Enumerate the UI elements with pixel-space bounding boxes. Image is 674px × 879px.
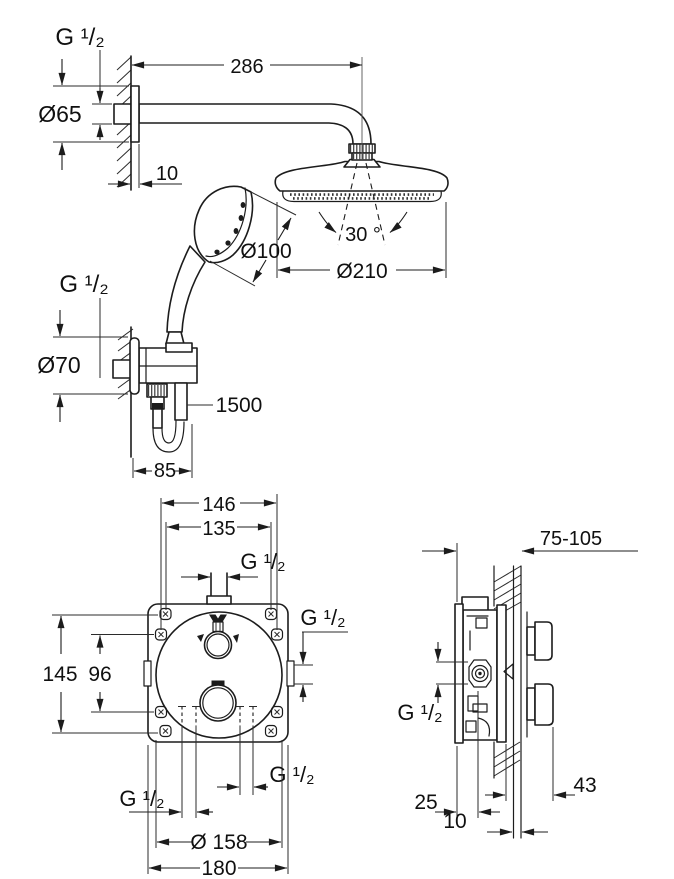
bottom-left-thread-label: G ¹/₂ bbox=[119, 786, 164, 811]
dim-front-offset: 25 bbox=[414, 691, 500, 818]
front-view: 146 135 G ¹/₂ G ¹/₂ bbox=[42, 494, 348, 879]
front-offset-label: 25 bbox=[414, 791, 437, 814]
knobs-side bbox=[526, 621, 554, 726]
box-front-bar bbox=[454, 603, 464, 744]
dim-recess-diameter: Ø 158 bbox=[155, 740, 283, 854]
dim-plate-width: 180 bbox=[147, 745, 289, 879]
hand-shower-handle bbox=[166, 245, 206, 333]
top-outlet-thread-label: G ¹/₂ bbox=[240, 549, 285, 574]
fixing-width-outer-label: 146 bbox=[202, 494, 235, 516]
mounting-plate-side bbox=[496, 604, 507, 743]
fixing-height-inner-label: 96 bbox=[88, 663, 111, 686]
dim-mounting-depth: 75-105 bbox=[422, 528, 638, 602]
side-inlet-thread-label: G ¹/₂ bbox=[397, 700, 442, 725]
hose-length-label: 1500 bbox=[216, 394, 263, 417]
shower-arm bbox=[113, 85, 372, 145]
dim-holder-flange-diameter: Ø70 bbox=[37, 310, 128, 422]
spray-angle-label: 30 ° bbox=[345, 224, 381, 246]
dim-bottom-left-thread: G ¹/₂ bbox=[119, 786, 213, 816]
recess-diameter-label: Ø 158 bbox=[190, 831, 247, 854]
dim-holder-thread: G ¹/₂ bbox=[59, 271, 109, 378]
ball-joint-cone bbox=[343, 158, 381, 168]
wall-flange-depth-label: 10 bbox=[156, 163, 178, 185]
left-outlet-collar bbox=[143, 660, 152, 687]
dim-fixing-width-inner: 135 bbox=[165, 518, 272, 610]
head-shower bbox=[274, 57, 449, 203]
arm-wall-flange bbox=[130, 85, 140, 143]
bottom-connections bbox=[178, 706, 257, 818]
temperature-knob bbox=[197, 614, 239, 660]
box-top-cap bbox=[461, 596, 489, 612]
wall-layer-label: 10 bbox=[443, 810, 466, 833]
dim-handshower-diameter: Ø100 bbox=[209, 191, 297, 287]
dim-side-outlet-thread: G ¹/₂ bbox=[294, 605, 348, 702]
wall-flange-diameter-label: Ø65 bbox=[38, 101, 81, 127]
arm-length-label: 286 bbox=[230, 56, 263, 78]
dim-wall-thread: G ¹/₂ bbox=[55, 24, 112, 140]
bottom-right-thread-label: G ¹/₂ bbox=[269, 762, 314, 787]
top-outlet-pipe bbox=[206, 572, 232, 605]
dim-fixing-height-inner: 96 bbox=[88, 634, 154, 713]
handshower-diameter-label: Ø100 bbox=[240, 240, 291, 263]
shower-hose bbox=[146, 382, 188, 453]
dim-top-outlet-thread: G ¹/₂ bbox=[181, 549, 286, 581]
wall-thread-label: G ¹/₂ bbox=[55, 24, 104, 51]
dim-fixing-height-outer: 145 bbox=[42, 614, 158, 734]
arm-thread-stub bbox=[113, 103, 132, 125]
knob-projection-label: 43 bbox=[573, 774, 596, 797]
dim-side-inlet-thread: G ¹/₂ bbox=[397, 642, 468, 725]
plate-width-label: 180 bbox=[201, 857, 236, 879]
mounting-depth-label: 75-105 bbox=[540, 528, 602, 550]
dim-bottom-right-thread: G ¹/₂ bbox=[217, 762, 315, 791]
head-shower-body bbox=[274, 160, 449, 192]
dim-hose-length: 1500 bbox=[187, 394, 262, 417]
holder-offset-label: 85 bbox=[154, 460, 176, 482]
holder-wall-flange bbox=[129, 337, 140, 395]
fixing-holes bbox=[154, 607, 284, 738]
wall-section-side bbox=[493, 565, 522, 779]
dim-head-diameter: Ø210 bbox=[276, 202, 447, 283]
dim-wall-flange-diameter: Ø65 bbox=[38, 59, 129, 170]
dim-wall-layer: 10 bbox=[443, 810, 548, 836]
fixing-height-outer-label: 145 bbox=[42, 663, 77, 686]
holder-flange-diameter-label: Ø70 bbox=[37, 352, 80, 378]
holder-socket bbox=[165, 342, 193, 353]
right-outlet-collar bbox=[286, 660, 295, 687]
volume-knob bbox=[199, 680, 237, 722]
dim-spray-angle: 30 ° bbox=[318, 162, 408, 246]
holder-thread-label: G ¹/₂ bbox=[59, 271, 108, 298]
hand-shower-holder bbox=[112, 337, 198, 395]
dim-fixing-width-outer: 146 bbox=[160, 494, 278, 630]
rough-in-box-side bbox=[454, 596, 514, 744]
hand-shower bbox=[165, 185, 254, 345]
dim-knob-projection: 43 bbox=[485, 727, 597, 801]
top-assembly-view: 30 ° 286 G ¹/₂ Ø65 bbox=[37, 24, 449, 482]
dim-arm-length: 286 bbox=[131, 56, 363, 78]
side-view: 75-105 G ¹/₂ 25 43 bbox=[397, 528, 638, 839]
side-outlet-thread-label: G ¹/₂ bbox=[300, 605, 345, 630]
dim-wall-flange-depth: 10 bbox=[108, 144, 182, 188]
holder-thread-stub bbox=[112, 359, 132, 379]
fixing-width-inner-label: 135 bbox=[202, 518, 235, 540]
head-diameter-label: Ø210 bbox=[336, 260, 387, 283]
dim-holder-offset: 85 bbox=[132, 424, 193, 482]
